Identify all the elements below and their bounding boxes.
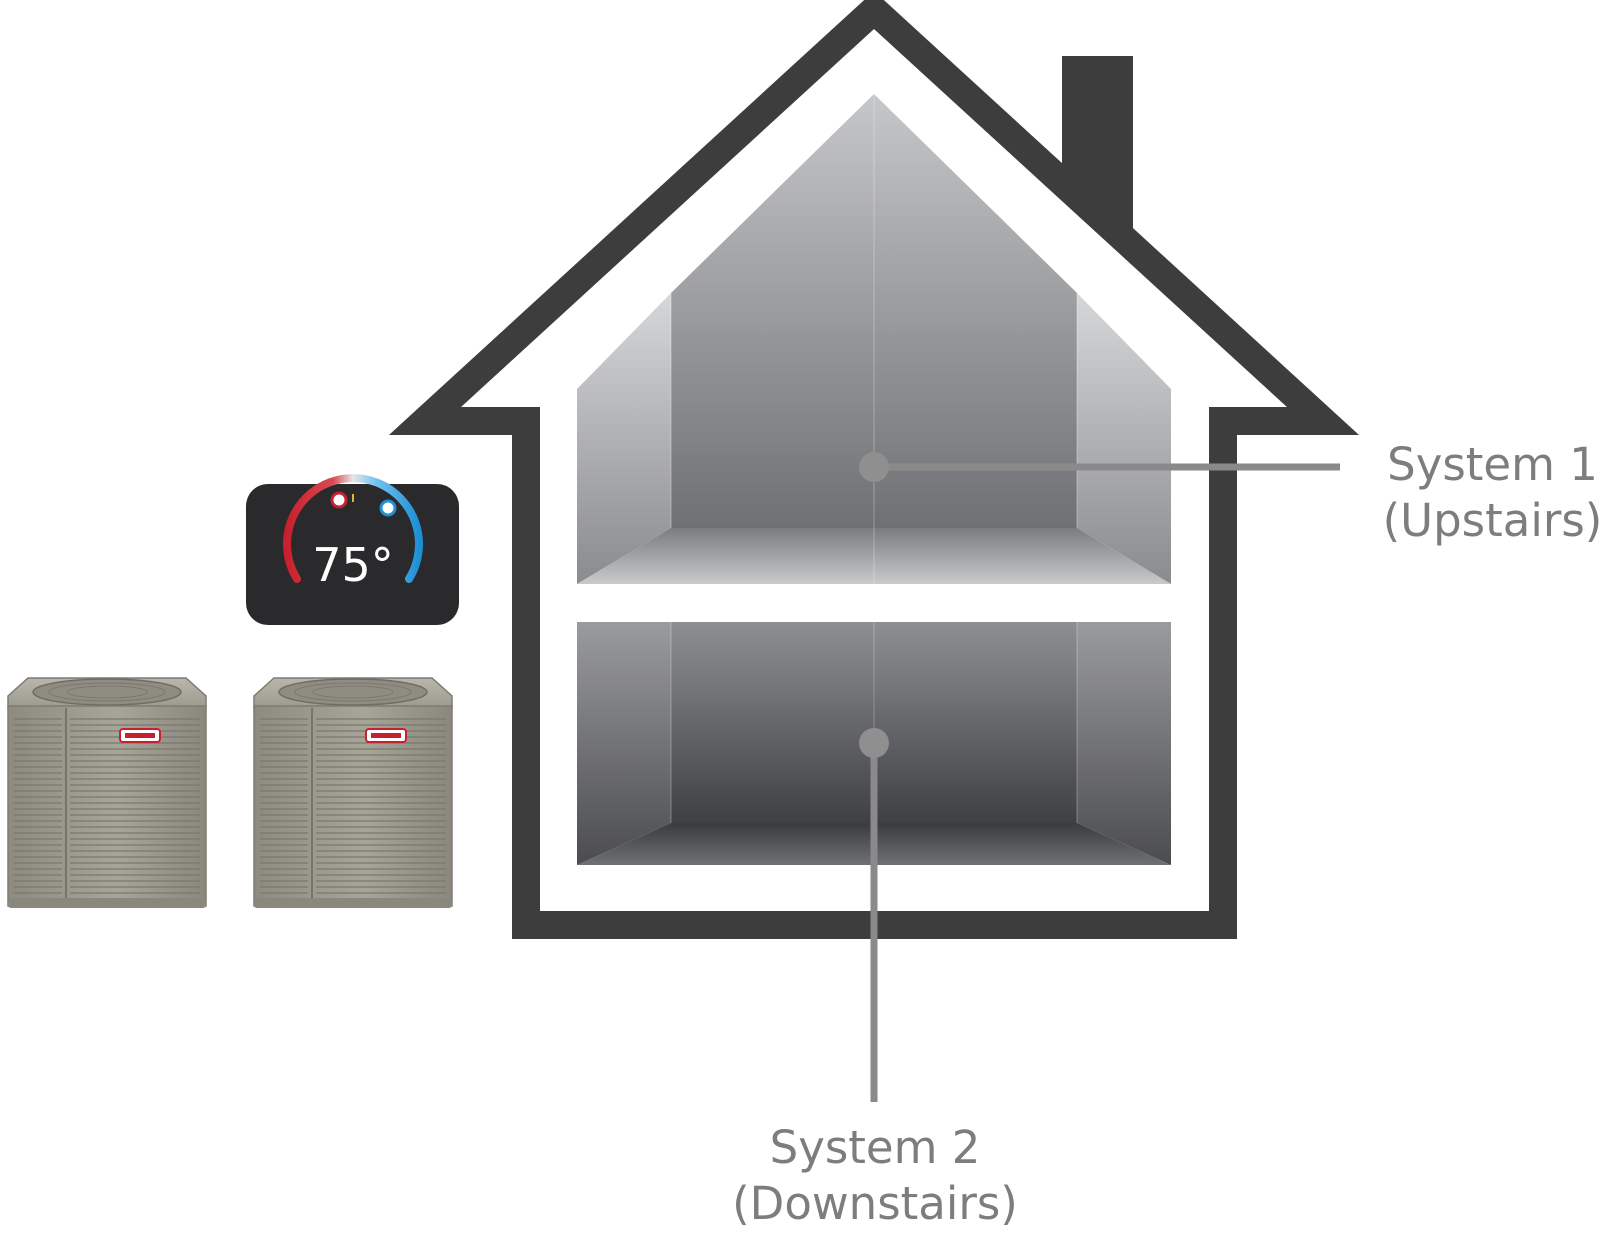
thermostat: 75°: [246, 474, 459, 625]
system1-name: System 1: [1387, 438, 1598, 491]
outdoor-unit: [253, 677, 453, 908]
system2-name: System 2: [769, 1121, 981, 1174]
system2-area: (Downstairs): [732, 1177, 1018, 1230]
outdoor-unit: [7, 677, 207, 908]
system1-label: System 1 (Upstairs): [1370, 437, 1615, 549]
system1-area: (Upstairs): [1382, 494, 1603, 547]
system2-label: System 2 (Downstairs): [700, 1120, 1050, 1232]
thermostat-dial-arc: [283, 474, 423, 583]
heat-setpoint-marker: [330, 491, 348, 509]
thermostat-temperature: 75°: [312, 538, 394, 592]
upstairs-room: [577, 94, 1171, 584]
system2-marker: [859, 728, 889, 758]
cool-setpoint-marker: [379, 499, 397, 517]
system1-marker: [859, 452, 889, 482]
